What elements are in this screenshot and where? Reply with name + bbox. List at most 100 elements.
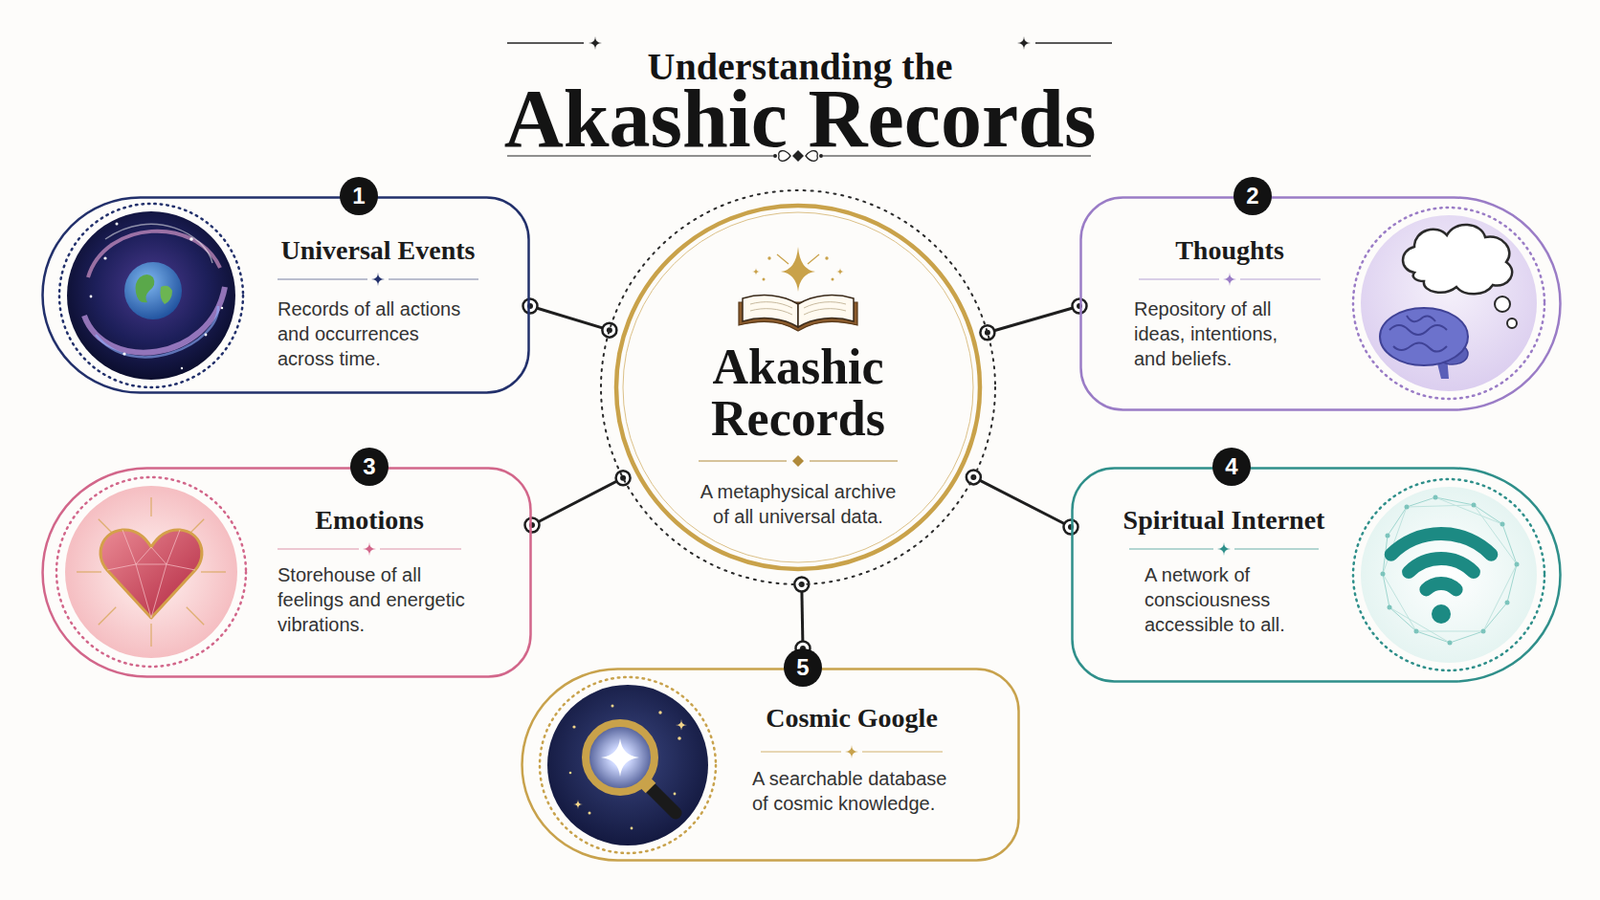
connector-line: [801, 584, 803, 649]
box-description: A searchable database of cosmic knowledg…: [752, 766, 956, 817]
callout-number: 3: [350, 447, 389, 487]
section-separator: [388, 278, 479, 280]
hub-circle: Akashic RecordsA metaphysical archive of…: [599, 188, 998, 587]
magnifier-illustration: [658, 711, 662, 714]
wifi-network-illustration: [1433, 495, 1439, 501]
title-ornament: [507, 42, 584, 45]
title-ornament: [773, 154, 778, 158]
galaxy-earth-illustration: [103, 256, 107, 260]
callout-number: 1: [339, 177, 378, 216]
hub-book-illustration: [762, 278, 766, 282]
section-separator: [379, 548, 462, 550]
connector-dot: [979, 325, 995, 340]
connector: [523, 299, 618, 338]
title-spacer: [455, 18, 628, 28]
connector-dot: [1072, 299, 1088, 314]
thought-brain-illustration: [1353, 207, 1545, 400]
wifi-network-illustration: [1353, 479, 1545, 671]
wifi-network-illustration: [1360, 487, 1537, 664]
thought-brain-illustration: [1360, 215, 1537, 392]
box-heading: Cosmic Google: [698, 702, 1005, 735]
heart-illustration: [56, 477, 246, 667]
connector: [966, 469, 1079, 534]
wifi-network-illustration: [1391, 533, 1492, 556]
hub-book-illustration: [831, 278, 835, 282]
section-separator: [277, 548, 359, 550]
section-separator: [1217, 542, 1231, 556]
thought-brain-illustration: [1393, 342, 1447, 352]
hub-book-illustration: [836, 267, 845, 276]
galaxy-earth-illustration: [204, 333, 208, 337]
thought-brain-illustration: [1389, 325, 1447, 335]
wifi-network-illustration: [1500, 522, 1506, 528]
magnifier-illustration: [675, 719, 688, 732]
hub-book-illustration: [777, 254, 789, 265]
box-heading: Thoughts: [1076, 234, 1383, 267]
callout-number: 4: [1212, 447, 1251, 487]
galaxy-earth-illustration: [59, 203, 244, 388]
magnifier-illustration: [588, 812, 592, 816]
box-outline: [1070, 447, 1562, 684]
heart-illustration: [56, 477, 246, 667]
magnifier-illustration: [585, 723, 655, 793]
callout-number: 5: [783, 648, 823, 688]
box-border: [1081, 198, 1561, 411]
topic-box: 4Spiritual InternetA network of consciou…: [1070, 447, 1562, 684]
wifi-network-illustration: [1385, 533, 1391, 539]
title-ornament: [805, 151, 818, 162]
galaxy-earth-illustration: [160, 286, 174, 305]
wifi-network-illustration: [1414, 629, 1420, 635]
magnifier-illustration: [569, 705, 682, 831]
magnifier-illustration: [572, 725, 576, 729]
connector-line: [987, 306, 1080, 334]
hub-title: Akashic Records: [654, 341, 942, 445]
galaxy-earth-illustration: [122, 352, 126, 356]
heart-illustration: [150, 497, 152, 517]
hub-book-illustration: [750, 302, 846, 315]
box-description: Storehouse of all feelings and energetic…: [277, 562, 474, 638]
section-separator: [1222, 272, 1237, 287]
title-spacer: [972, 18, 1145, 28]
thought-brain-illustration: [1379, 308, 1468, 366]
hub-book-illustration: [807, 254, 820, 265]
galaxy-earth-illustration: [189, 237, 194, 242]
connector-dot: [601, 323, 617, 338]
box-outline: [520, 648, 1021, 863]
section-separator: [760, 751, 842, 753]
box-heading: Spiritual Internet: [1070, 504, 1378, 537]
wifi-network-illustration: [1471, 503, 1477, 509]
connector-dot: [1064, 520, 1079, 535]
connector-dot: [523, 299, 538, 314]
section-separator: [1129, 548, 1214, 550]
box-border: [43, 468, 532, 678]
section-separator: [809, 460, 898, 462]
galaxy-earth-illustration: [124, 262, 182, 320]
wifi-network-illustration: [1514, 562, 1520, 568]
connector-line: [530, 306, 610, 331]
section-separator: [362, 542, 377, 556]
galaxy-earth-illustration: [89, 295, 93, 299]
thought-brain-illustration: [1406, 315, 1436, 322]
section-separator: [792, 455, 804, 467]
connector-dot: [525, 518, 540, 534]
heart-illustration: [200, 571, 226, 573]
box-description: Records of all actions and occurrences a…: [277, 296, 481, 372]
section-separator: [371, 272, 385, 287]
hub-book-illustration: [752, 267, 760, 276]
hub-inner-ring: [622, 212, 974, 563]
connector-dot: [1064, 520, 1079, 535]
topic-box: 2ThoughtsRepository of all ideas, intent…: [1079, 177, 1562, 412]
section-separator: [698, 460, 787, 462]
section-separator: [862, 751, 943, 753]
title-ornament: [507, 155, 774, 156]
magnifier-illustration: [573, 800, 583, 810]
heart-illustration: [98, 607, 116, 625]
galaxy-earth-illustration: [115, 222, 119, 226]
title-ornament: [1017, 36, 1031, 50]
hub-book-illustration: [738, 246, 858, 332]
box-border: [1072, 468, 1561, 683]
box-outline: [41, 447, 533, 679]
topic-box: 1Universal EventsRecords of all actions …: [41, 177, 531, 395]
connector-dot: [1072, 299, 1088, 314]
